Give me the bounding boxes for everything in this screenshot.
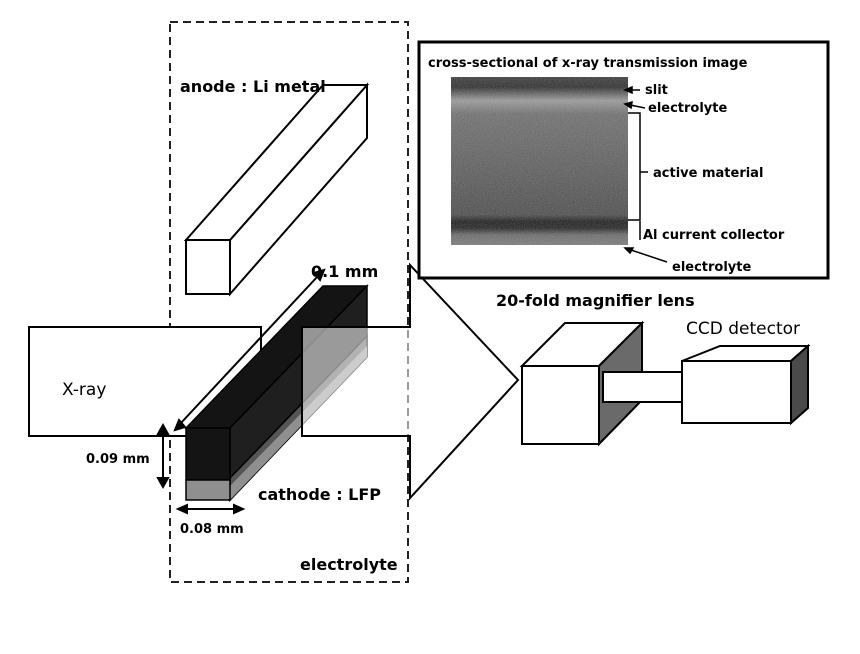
xray-label: X-ray — [62, 380, 106, 400]
lens-label: 20-fold magnifier lens — [496, 291, 695, 310]
inset-electrolyte-bottom-label: electrolyte — [672, 260, 751, 275]
electrolyte-bottom-label: electrolyte — [300, 555, 398, 574]
inset-title: cross-sectional of x-ray transmission im… — [428, 56, 748, 71]
cathode-label: cathode : LFP — [258, 485, 381, 504]
anode-bar — [183, 82, 370, 297]
width-008-label: 0.08 mm — [180, 522, 244, 537]
measurement-arrows — [156, 268, 326, 515]
inset-electrolyte-top-label: electrolyte — [648, 101, 727, 116]
xray-transmission-image — [451, 77, 628, 245]
inset-active-material-label: active material — [653, 166, 763, 181]
thickness-009-label: 0.09 mm — [86, 452, 150, 467]
ccd-label: CCD detector — [686, 319, 800, 339]
beam-arrow — [301, 262, 520, 501]
thickness-01-label: 0.1 mm — [311, 262, 378, 281]
anode-label: anode : Li metal — [180, 77, 326, 96]
lens-tube — [602, 371, 686, 403]
inset-al-collector-label: Al current collector — [643, 228, 785, 243]
inset-slit-label: slit — [645, 83, 668, 98]
electrolyte-container — [169, 21, 409, 583]
ccd-detector-unit — [681, 343, 811, 426]
inset-annotations — [623, 85, 668, 263]
